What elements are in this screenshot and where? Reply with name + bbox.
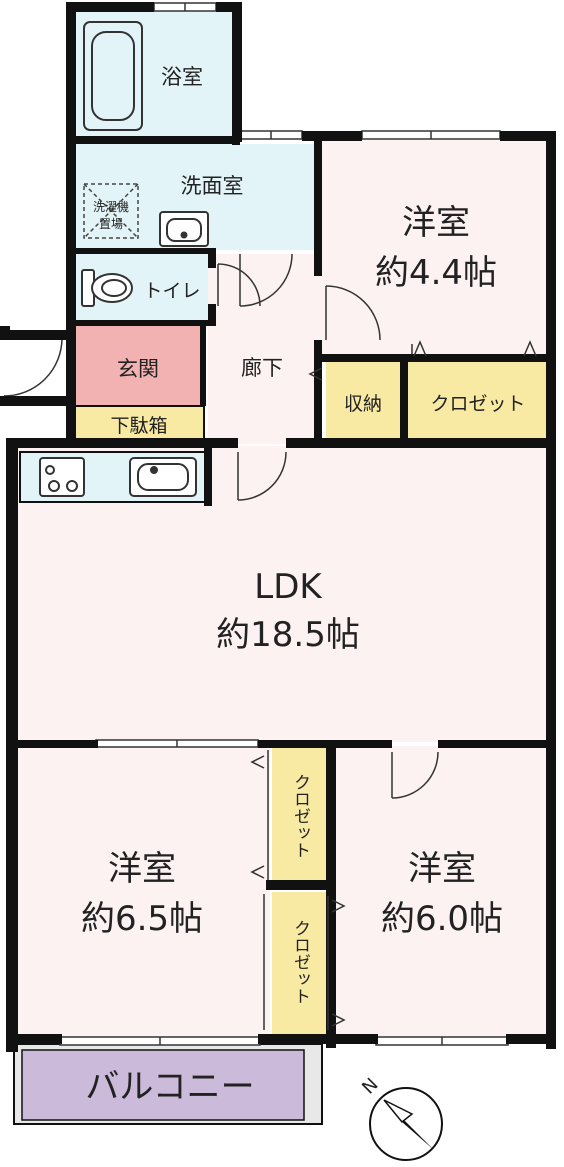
room-b-size: 約6.5帖 [81, 899, 203, 939]
bath-floor [74, 10, 232, 138]
room-b-floor [14, 746, 270, 1038]
closet-mid-area [272, 748, 326, 882]
room-a-floor [320, 140, 552, 358]
compass-icon: N [358, 1074, 443, 1161]
bathtub [83, 21, 143, 131]
toilet-bowl [81, 269, 133, 307]
entrance-floor [74, 326, 204, 406]
shoe-box-label: 下駄箱 [110, 415, 167, 437]
kitchen-sink-icon [129, 457, 197, 497]
walls [0, 2, 556, 1052]
hallway-label: 廊下 [241, 356, 283, 380]
bath-label: 浴室 [161, 65, 203, 89]
toilet-label: トイレ [143, 280, 200, 302]
room-c-floor [330, 746, 552, 1038]
washer-label-2: 置場 [99, 217, 123, 231]
hallway-floor [208, 254, 320, 444]
closet-top-label: クロゼット [430, 393, 525, 415]
balcony-label: バルコニー [85, 1067, 254, 1107]
door-swings [3, 253, 439, 799]
balcony-inner [21, 1049, 305, 1121]
room-b-name: 洋室 [108, 849, 176, 889]
room-a-name: 洋室 [402, 203, 470, 243]
storage-area [326, 362, 402, 442]
washroom-label: 洗面室 [181, 174, 244, 198]
washer-label-1: 洗濯機 [93, 199, 129, 214]
room-c-name: 洋室 [408, 849, 476, 889]
stove-icon [39, 457, 85, 497]
closet-low-label: クロゼット [290, 920, 310, 1005]
closet-fronts [250, 340, 537, 1030]
ldk-size: 約18.5帖 [216, 615, 360, 655]
storage-label: 収納 [344, 393, 382, 415]
closet-low-area [272, 892, 326, 1034]
shoe-box [73, 405, 205, 445]
entrance-label: 玄関 [117, 357, 159, 381]
closet-top-area [408, 362, 552, 442]
wash-basin [159, 211, 209, 247]
compass-north-label: N [358, 1074, 382, 1098]
room-c-size: 約6.0帖 [381, 899, 503, 939]
washer-space [83, 183, 139, 239]
ldk-name: LDK [254, 567, 323, 607]
room-a-size: 約4.4帖 [375, 253, 497, 293]
closet-mid-label: クロゼット [290, 774, 310, 859]
